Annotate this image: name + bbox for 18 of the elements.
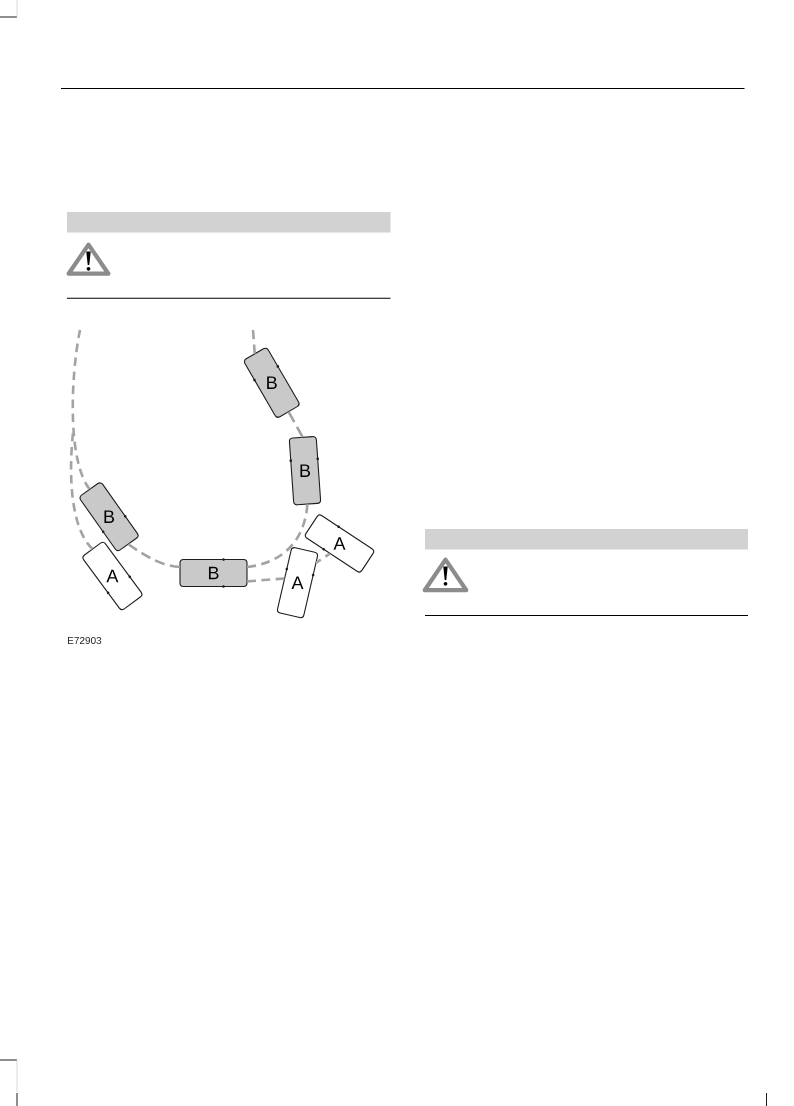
car-box: A <box>276 547 319 619</box>
dashed-path <box>69 432 94 550</box>
car-box: B <box>243 347 300 418</box>
dashed-path <box>127 543 180 569</box>
car-box: B <box>179 558 248 588</box>
car-box: B <box>79 482 139 551</box>
car-box: A <box>82 541 143 611</box>
heading-bar <box>425 529 748 550</box>
car-box: A <box>304 514 375 573</box>
dashed-path <box>247 577 285 583</box>
figure-id: E72903 <box>68 636 102 645</box>
dashed-path <box>251 329 257 354</box>
dashed-path <box>71 329 91 490</box>
heading-bar <box>67 212 391 233</box>
dashed-path <box>247 504 309 569</box>
dashed-path <box>315 552 331 564</box>
dashed-path <box>287 411 304 438</box>
car-box: B <box>288 436 322 506</box>
